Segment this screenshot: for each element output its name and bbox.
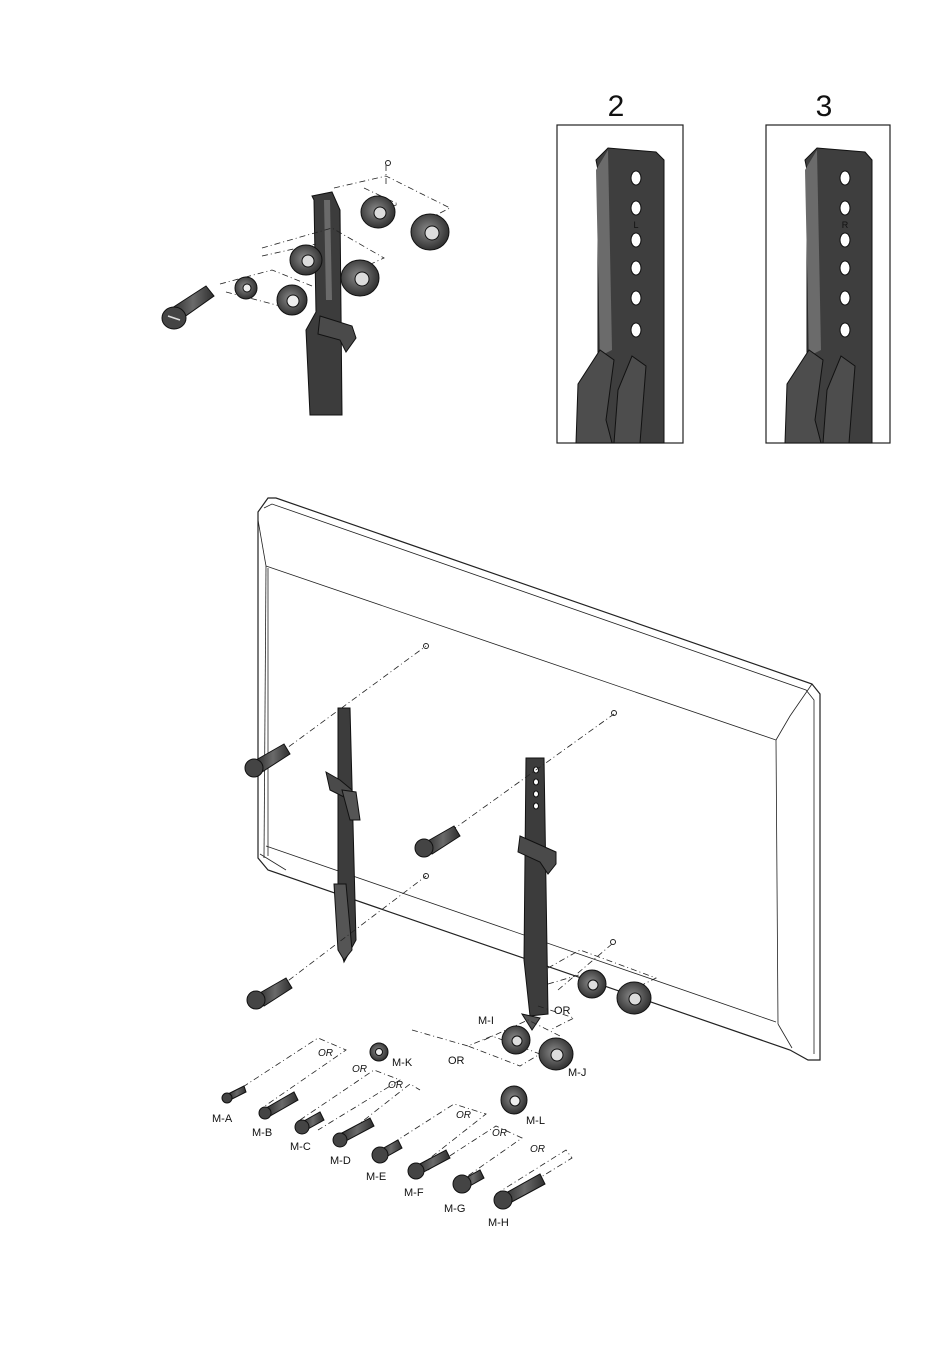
- exploded-detail-top: [162, 161, 450, 416]
- screw-m-b: [259, 1092, 298, 1119]
- left-bracket: [326, 708, 360, 962]
- or-label-6: OR: [530, 1144, 545, 1155]
- label-m-g: M-G: [444, 1203, 465, 1215]
- washer-m-k: [370, 1043, 388, 1061]
- screw-m-f: [408, 1150, 450, 1179]
- spacer-large-middle: [341, 260, 379, 296]
- label-m-a: M-A: [212, 1113, 233, 1125]
- screw-tv-upper-left: [245, 744, 290, 777]
- main-assembly: OR OR M-I M-J M-K M-L OR OR OR OR OR OR: [212, 644, 656, 1230]
- or-label-2: OR: [352, 1064, 367, 1075]
- label-m-k: M-K: [392, 1057, 413, 1069]
- label-m-d: M-D: [330, 1155, 351, 1167]
- or-label-spacer-lower: OR: [448, 1055, 465, 1067]
- screw-m-a: [222, 1086, 246, 1103]
- washer-m-l: [501, 1086, 527, 1114]
- or-label-3: OR: [388, 1080, 403, 1091]
- label-m-c: M-C: [290, 1141, 311, 1153]
- side-mark-right: R: [842, 220, 849, 230]
- screw-m-g: [453, 1170, 484, 1193]
- or-label-4: OR: [456, 1110, 471, 1121]
- spacer-m-i-upper: [578, 970, 606, 998]
- right-bracket: [518, 758, 556, 1030]
- or-label-spacer-upper: OR: [554, 1005, 571, 1017]
- label-m-i: M-I: [478, 1015, 494, 1027]
- label-m-l: M-L: [526, 1115, 545, 1127]
- spacer-m-i: [502, 1026, 530, 1054]
- screw-detail: [162, 286, 214, 329]
- spacer-small-middle: [290, 245, 322, 275]
- screw-m-e: [372, 1140, 402, 1163]
- bracket-arm-detail: [306, 192, 342, 415]
- side-mark-left: L: [633, 220, 638, 230]
- detail-number-2: 2: [608, 90, 625, 123]
- spacer-m-j: [539, 1038, 573, 1070]
- or-label-1: OR: [318, 1048, 333, 1059]
- screw-m-d: [333, 1118, 374, 1147]
- detail-panel-2: 2 L: [557, 90, 683, 443]
- screw-tv-middle: [415, 826, 460, 857]
- screw-tv-lower-left: [247, 978, 292, 1009]
- label-m-f: M-F: [404, 1187, 424, 1199]
- or-label-5: OR: [492, 1128, 507, 1139]
- detail-panel-3: 3 R: [766, 90, 890, 443]
- screw-m-c: [295, 1112, 324, 1134]
- label-m-e: M-E: [366, 1171, 386, 1183]
- label-m-h: M-H: [488, 1217, 509, 1229]
- spacer-m-j-upper: [617, 982, 651, 1014]
- label-m-j: M-J: [568, 1067, 586, 1079]
- washer-large-detail: [277, 285, 307, 315]
- spacer-large-upper: [411, 214, 449, 250]
- label-m-b: M-B: [252, 1127, 272, 1139]
- spacer-small-upper: [361, 196, 395, 228]
- detail-number-3: 3: [816, 90, 833, 123]
- washer-small-detail: [235, 277, 257, 299]
